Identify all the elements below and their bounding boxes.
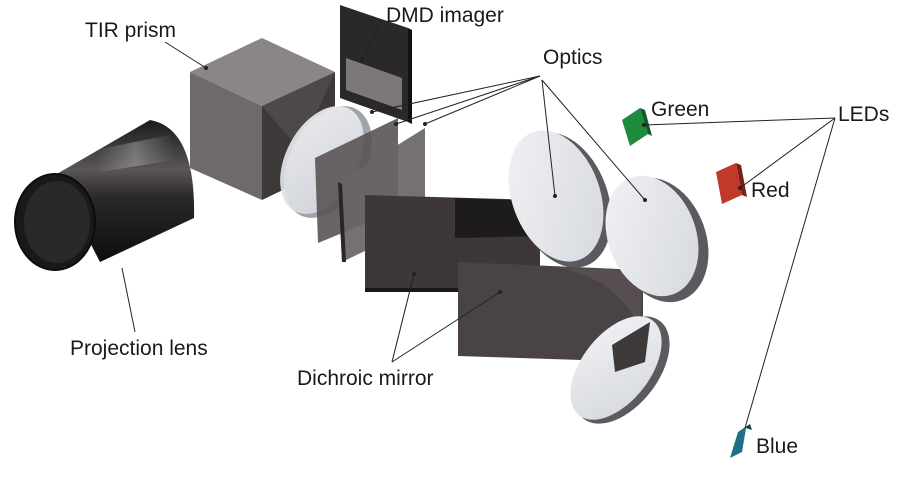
label-projection-lens: Projection lens: [70, 337, 208, 360]
dichroic-mirror-2: [458, 262, 643, 362]
label-dichroic-mirror: Dichroic mirror: [297, 367, 434, 390]
label-dmd-imager: DMD imager: [386, 4, 504, 27]
leader-lines: [121, 19, 836, 429]
green-led: [622, 108, 652, 146]
leader-dots: [204, 58, 742, 294]
label-green: Green: [651, 98, 710, 121]
optics-lens-3: [605, 175, 709, 303]
label-tir-prism: TIR prism: [85, 19, 176, 42]
label-red: Red: [751, 179, 790, 202]
label-blue: Blue: [756, 435, 799, 458]
projection-lens: [14, 120, 195, 271]
blue-led: [730, 424, 752, 458]
optics-lens-4: [570, 316, 670, 424]
label-leds: LEDs: [838, 103, 890, 126]
label-optics: Optics: [543, 46, 603, 69]
red-led: [716, 163, 747, 204]
green-led-chip: [622, 108, 648, 146]
dmd-imager: [340, 5, 412, 124]
